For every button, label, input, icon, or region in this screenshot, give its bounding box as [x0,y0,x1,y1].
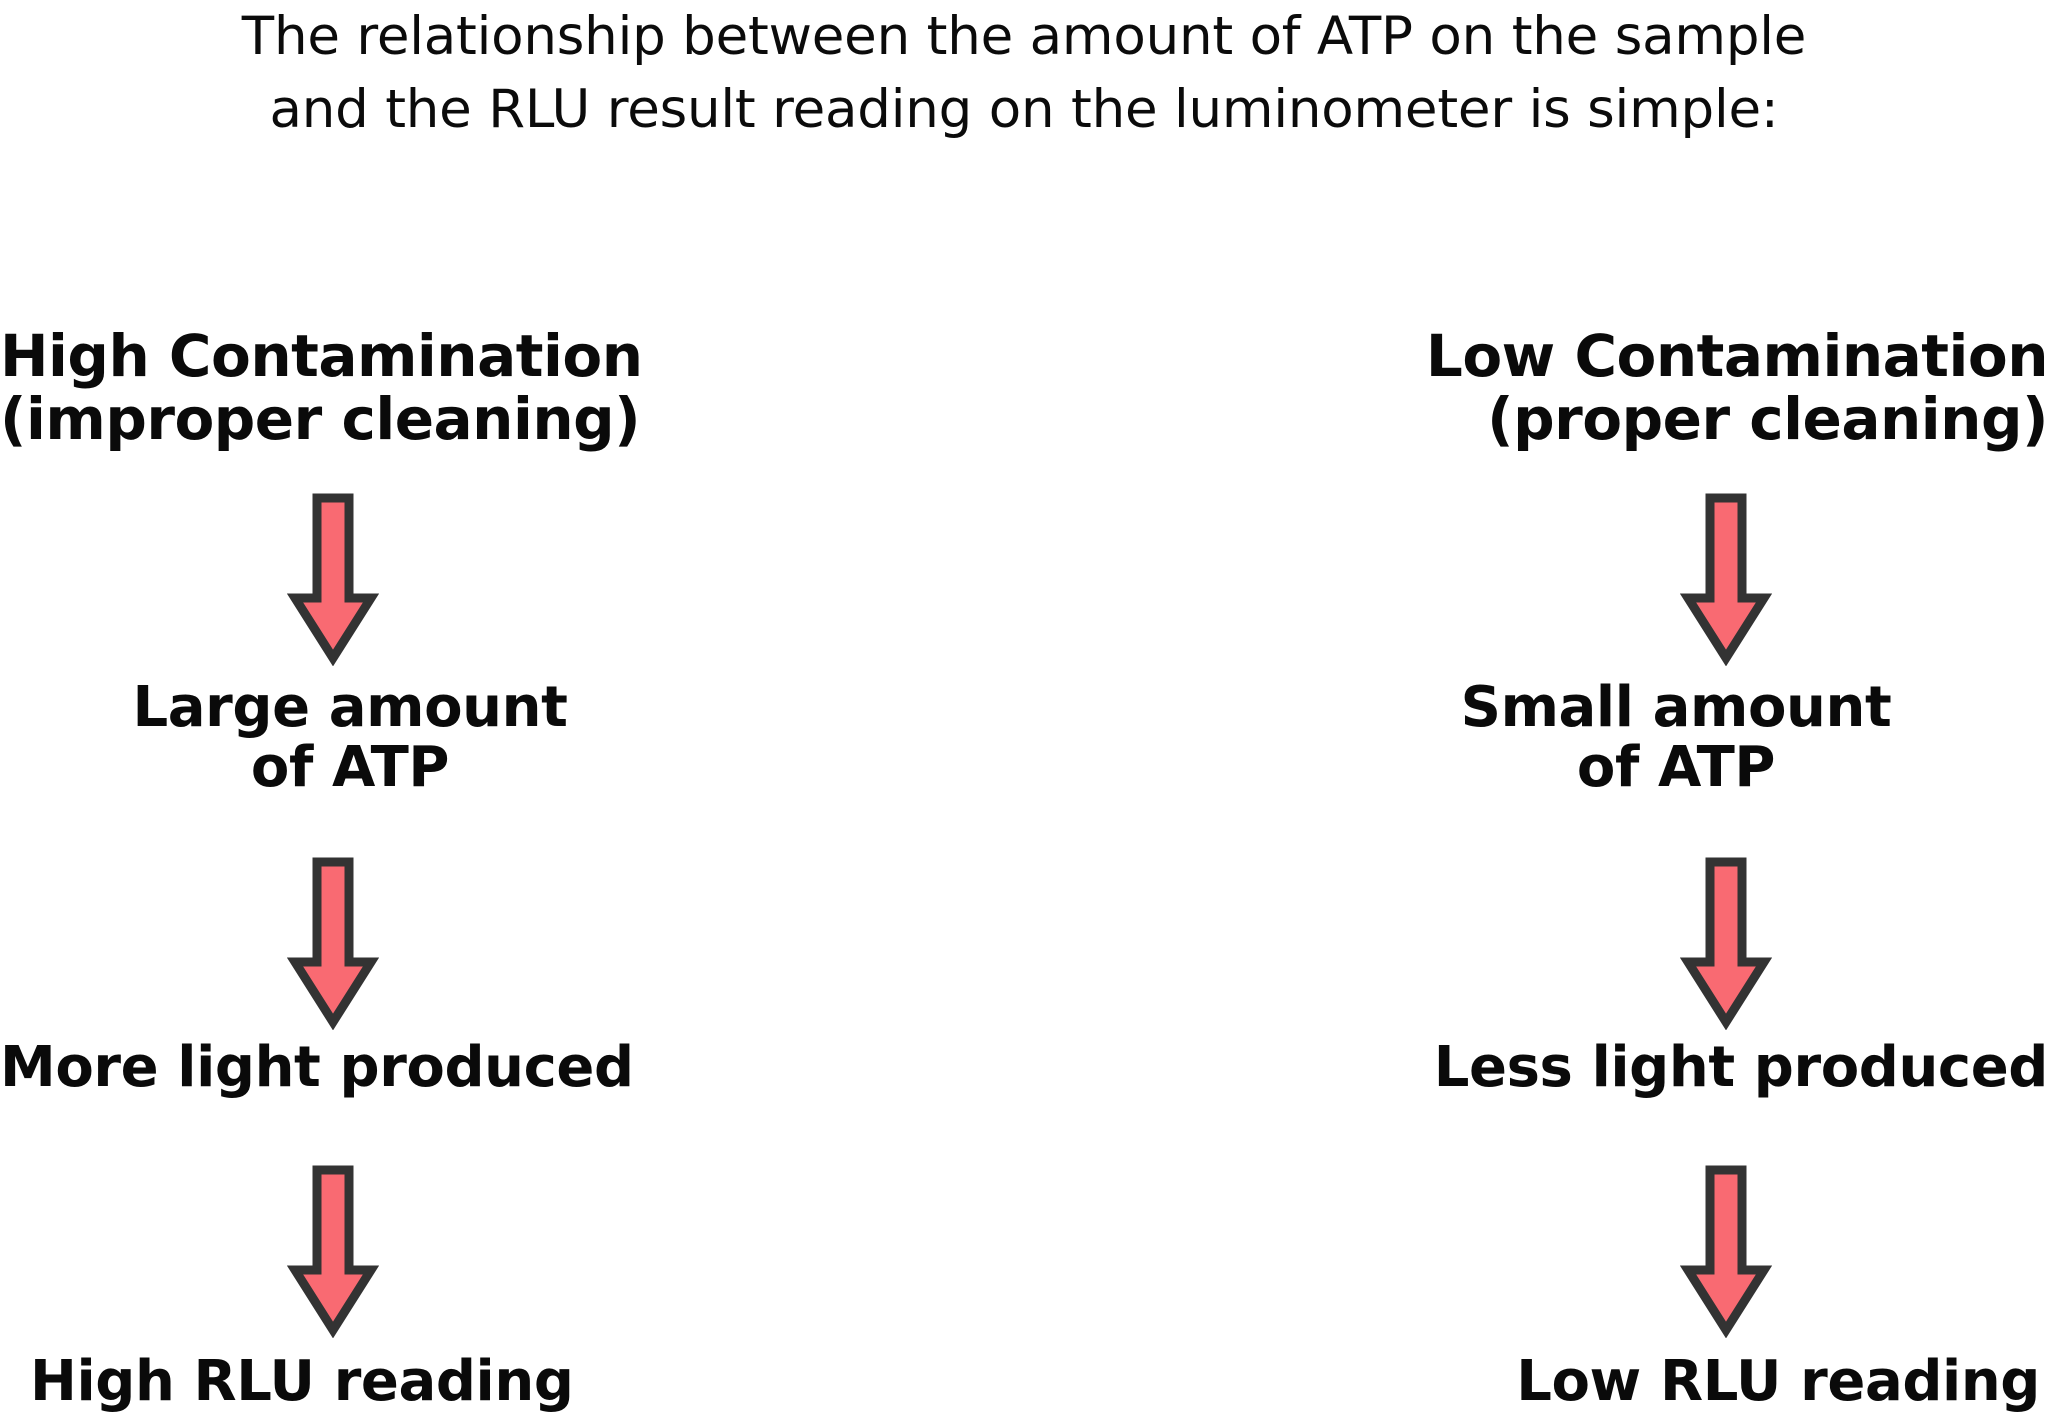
node-low-rlu-reading: Low RLU reading [1516,1349,2040,1414]
down-arrow-icon [287,854,379,1030]
title-line-2: and the RLU result reading on the lumino… [269,79,1779,140]
down-arrow-icon [287,1162,379,1338]
flow-column-low-contamination: Low Contamination (proper cleaning) Smal… [1024,0,2048,1425]
node-more-light-produced: More light produced [0,1035,634,1100]
node-low-contamination-heading: Low Contamination (proper cleaning) [1425,322,2048,453]
down-arrow-icon [1680,854,1772,1030]
diagram-title: The relationship between the amount of A… [0,0,2048,146]
down-arrow-icon [1680,1162,1772,1338]
node-less-light-produced: Less light produced [1433,1035,2048,1100]
node-small-amount-of-atp: Small amount of ATP [1460,675,1892,801]
flow-column-high-contamination: High Contamination (improper cleaning) L… [0,322,643,1412]
down-arrow-icon [287,490,379,666]
node-high-contamination-heading: High Contamination (improper cleaning) [0,322,643,453]
down-arrow-icon [1680,490,1772,666]
node-high-rlu-reading: High RLU reading [30,1349,574,1414]
node-large-amount-of-atp: Large amount of ATP [132,675,568,801]
title-line-1: The relationship between the amount of A… [241,6,1807,67]
